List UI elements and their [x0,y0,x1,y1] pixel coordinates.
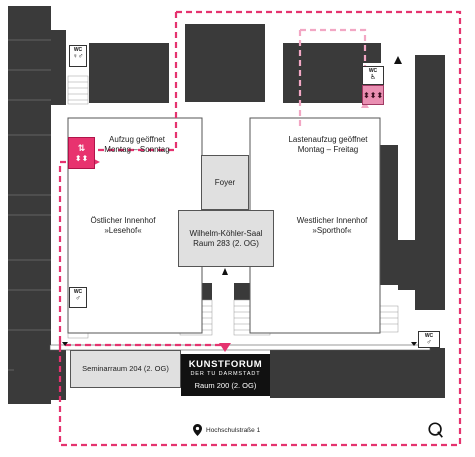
west-courtyard-label: Westlicher Innenhof »Sporthof« [296,216,368,235]
arrow-up-icon [394,56,402,64]
arrow-up-icon [222,268,228,275]
seminar-room: Seminarraum 204 (2. OG) [70,350,181,388]
saal-room: Wilhelm-Köhler-Saal Raum 283 (2. OG) [178,210,274,267]
kunstforum-room[interactable]: KUNSTFORUM DER TU DARMSTADT Raum 200 (2.… [181,354,270,396]
east-courtyard-label: Östlicher Innenhof »Lesehof« [90,216,156,235]
toilet-icon: ⬍⬍ [74,154,89,163]
arrow-down-icon [62,342,68,346]
north-blocks [89,24,381,103]
toilet-icon: ♂ [426,339,432,346]
wheelchair-icon: ♿ [369,74,377,81]
q-logo-icon [428,422,443,438]
toilet-icon: ♂ [75,295,81,302]
elevator-east: ⬍⬍⬍ [362,85,384,105]
address-text: Hochschulstraße 1 [206,426,261,434]
wc-south-west: WC ♂ [69,287,87,308]
wc-north-west: WC ♀♂ [69,45,87,67]
elevator-icon: ⇅ [77,143,86,153]
route-arrow-icon [219,343,231,352]
elevator-west: ⇅ ⬍⬍ [68,137,95,169]
saal-room-number: Raum 283 (2. OG) [193,238,259,248]
elevator-icon: ⬍⬍⬍ [362,90,384,100]
east-wing-blocks [380,55,445,310]
freight-elevator-hours-label: Lastenaufzug geöffnet Montag – Freitag [288,135,368,154]
kunstforum-subtitle: DER TU DARMSTADT [190,370,261,377]
west-wing-dividers [8,39,51,371]
map-pin-icon [193,424,202,436]
kunstforum-title: KUNSTFORUM [188,358,263,370]
foyer-label: Foyer [214,177,236,187]
west-wing-blocks [8,6,66,404]
wc-south-east: WC ♂ [418,331,440,348]
wc-north-east: WC ♿ [362,66,384,85]
arrow-down-icon [411,342,417,346]
address-label: Hochschulstraße 1 [193,424,260,436]
toilet-icon: ♀♂ [72,53,84,60]
south-blocks [14,283,445,400]
kunstforum-room-number: Raum 200 (2. OG) [194,380,257,390]
foyer-room: Foyer [201,155,249,210]
saal-name: Wilhelm-Köhler-Saal [189,228,263,238]
seminar-label: Seminarraum 204 (2. OG) [82,364,169,373]
elevator-hours-label: Aufzug geöffnet Montag – Sonntag [104,135,170,154]
